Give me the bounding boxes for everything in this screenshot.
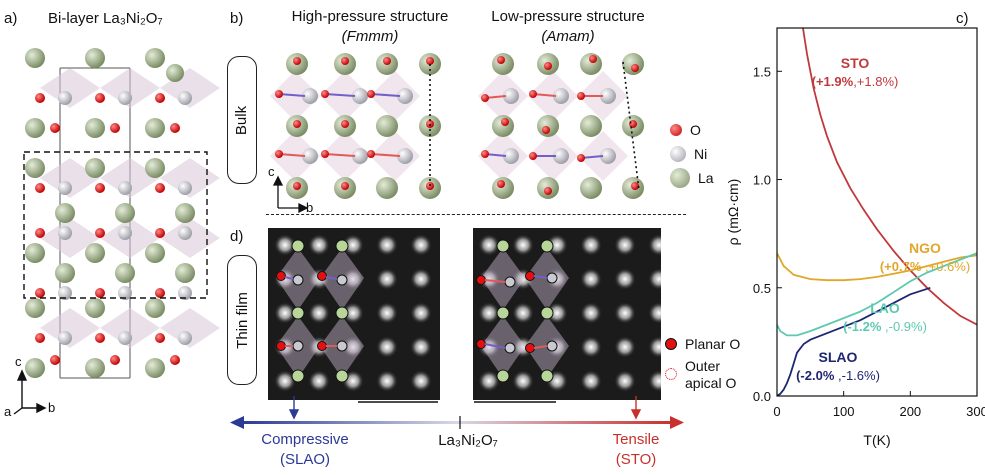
panel-a-axis-a: a [4, 404, 12, 419]
tensile-label: Tensile [612, 431, 660, 448]
y-tick-label: 0.0 [753, 389, 771, 404]
series-line-lao [777, 252, 977, 337]
compressive-substrate: (SLAO) [279, 451, 330, 468]
panel-a-axis-b: b [48, 400, 56, 415]
panel-a-label: a) [4, 10, 18, 27]
panel-a-title: Bi-layer La₃Ni₂O₇ [48, 10, 163, 27]
bilayer-crystal-structure [13, 48, 220, 415]
high-pressure-title: High-pressure structure [291, 8, 449, 25]
x-tick-label: 100 [833, 404, 855, 419]
legend-planar-o: Planar O [665, 336, 740, 352]
y-tick-label: 1.5 [753, 64, 771, 79]
series-name-ngo: NGO [909, 240, 941, 256]
high-pressure-group: (Fmmm) [341, 28, 399, 45]
series-line-slao [777, 286, 931, 396]
resistivity-chart: 0 100 200 300 0.0 0.5 1.0 1.5T(K) ρ (mΩ·cm) STO (+… [725, 27, 985, 448]
low-pressure-title: Low-pressure structure [491, 8, 645, 25]
x-axis-label: T(K) [863, 432, 890, 448]
compressive-label: Compressive [261, 431, 349, 448]
panel-b-axes [272, 175, 309, 214]
series-name-slao: SLAO [819, 349, 858, 365]
y-axis-label: ρ (mΩ·cm) [725, 179, 741, 246]
thin-film-stem-images [268, 228, 661, 403]
panel-b-axis-c: c [268, 164, 275, 179]
outer-apical-o-swatch-icon [665, 368, 677, 380]
lanthanum-swatch-icon [670, 168, 690, 188]
strain-gradient-axis [230, 396, 684, 429]
legend-outer-apical-o: Outer apical O [665, 358, 740, 392]
tensile-substrate: (STO) [615, 451, 657, 468]
panel-d-label: d) [230, 228, 244, 245]
series-name-lao: LAO [870, 300, 900, 316]
series-strain-sto: (+1.9%,+1.8%) [812, 74, 899, 89]
planar-o-swatch-icon [665, 338, 677, 350]
panel-c-label: c) [956, 10, 969, 27]
series-line-ngo [777, 252, 977, 282]
plot-frame [776, 27, 978, 397]
legend-la: La [670, 168, 740, 188]
series-strain-lao: (-1.2% ,-0.9%) [843, 319, 927, 334]
x-tick-label: 300 [966, 404, 985, 419]
panel-b-axis-b: b [306, 200, 314, 215]
legend-o: O [670, 122, 740, 138]
panel-a-axis-c: c [15, 354, 22, 369]
panel-separator [266, 214, 686, 215]
series-line-sto [802, 28, 977, 326]
bulk-structures [270, 53, 644, 199]
strain-center-label: La₃Ni₂O₇ [438, 432, 498, 449]
low-pressure-group: (Amam) [541, 28, 595, 45]
y-tick-label: 0.5 [753, 281, 771, 296]
y-tick-label: 1.0 [753, 173, 771, 188]
oxygen-swatch-icon [670, 124, 682, 136]
bulk-side-tag: Bulk [227, 56, 257, 184]
legend-ni: Ni [670, 146, 740, 162]
panel-b-label: b) [230, 10, 244, 27]
thin-film-side-tag: Thin film [227, 255, 257, 385]
x-tick-label: 0 [773, 404, 780, 419]
series-name-sto: STO [841, 55, 870, 71]
oxygen-site-legend: Planar O Outer apical O [665, 336, 740, 392]
atom-legend: O Ni La [670, 122, 740, 188]
x-tick-label: 200 [899, 404, 921, 419]
series-strain-slao: (-2.0% ,-1.6%) [796, 368, 880, 383]
series-strain-ngo: (+0.7% ,+0.6%) [880, 259, 970, 274]
nickel-swatch-icon [670, 146, 686, 162]
